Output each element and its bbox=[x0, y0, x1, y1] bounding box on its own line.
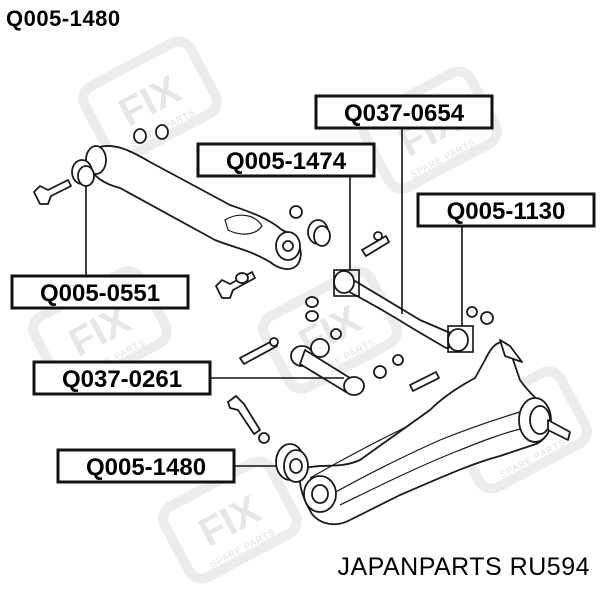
bolt-link-top bbox=[361, 231, 390, 257]
svg-text:Q005-1480: Q005-1480 bbox=[86, 454, 206, 481]
nut-top bbox=[133, 124, 169, 144]
lateral-link-q037-0261 bbox=[290, 338, 365, 396]
label-q005-1474: Q005-1474 bbox=[196, 142, 376, 178]
bolt-left bbox=[33, 179, 72, 205]
label-q005-0551: Q005-0551 bbox=[10, 274, 190, 310]
svg-text:Q037-0654: Q037-0654 bbox=[344, 100, 465, 127]
bolt-mid bbox=[215, 271, 256, 299]
bushing-q005-1474 bbox=[289, 205, 331, 247]
label-q005-1480: Q005-1480 bbox=[56, 448, 236, 484]
lower-trailing-arm bbox=[298, 339, 571, 526]
bolt-lower-arm bbox=[227, 395, 270, 444]
upper-trailing-arm bbox=[85, 145, 302, 270]
watermark-logo: FIX SPARE PARTS bbox=[358, 66, 502, 194]
cross-reference: JAPANPARTS RU594 bbox=[337, 553, 590, 581]
nuts-link-left bbox=[305, 296, 342, 340]
svg-text:Q005-1474: Q005-1474 bbox=[226, 148, 347, 175]
nuts-lower-link bbox=[373, 354, 440, 392]
label-q005-1130: Q005-1130 bbox=[416, 192, 596, 228]
part-code-header: Q005-1480 bbox=[6, 6, 121, 31]
nuts-link-right bbox=[466, 306, 494, 325]
bolt-lower-link bbox=[239, 337, 279, 365]
svg-text:Q005-0551: Q005-0551 bbox=[40, 280, 160, 307]
bushing-q005-0551 bbox=[71, 159, 95, 187]
leader-q005-1474 bbox=[322, 173, 351, 270]
svg-text:Q037-0261: Q037-0261 bbox=[62, 366, 182, 393]
label-q037-0261: Q037-0261 bbox=[32, 360, 212, 396]
bushing-q005-1480 bbox=[275, 443, 309, 483]
control-link-q037-0654 bbox=[333, 269, 474, 353]
label-q037-0654: Q037-0654 bbox=[314, 94, 494, 130]
svg-text:Q005-1130: Q005-1130 bbox=[447, 198, 566, 225]
